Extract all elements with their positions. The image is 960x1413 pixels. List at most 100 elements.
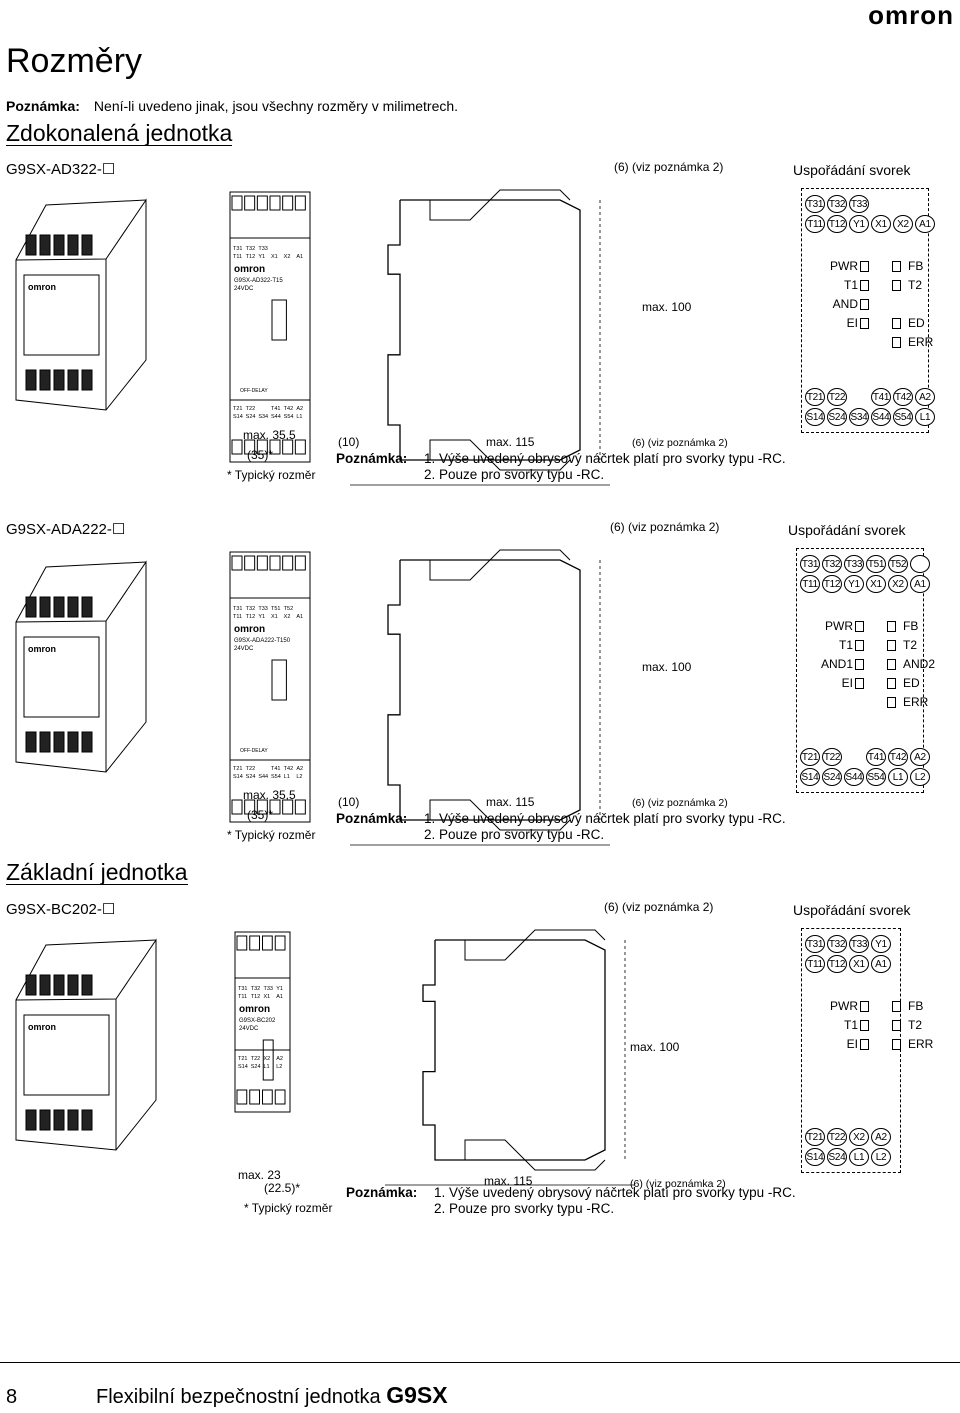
terminal-y1: Y1 (844, 575, 864, 593)
isometric-svg: omron (15, 198, 147, 411)
front-terminal-label: T31 (233, 606, 242, 612)
front-terminal-label: S54 (284, 414, 294, 420)
led-indicator (887, 620, 896, 632)
front-terminal-label: X1 (264, 994, 271, 1000)
terminal-s14: S14 (800, 768, 820, 786)
front-terminal-label: A2 (296, 766, 303, 772)
screw-slot (256, 195, 268, 211)
led-label-right: FB (903, 619, 919, 633)
terminal-screw (25, 731, 37, 753)
led-label-right: ED (903, 676, 920, 690)
terminal-screw (25, 234, 37, 256)
screw-slot (244, 439, 256, 455)
front-label-area (23, 1014, 110, 1096)
front-terminal-label: T11 (233, 254, 242, 260)
terminal-t22: T22 (822, 748, 842, 766)
note-line-2: 2. Pouze pro svorky typu -RC. (336, 467, 786, 483)
front-terminal-label: X1 (271, 254, 278, 260)
terminal-screw (25, 369, 37, 391)
bottom-connector-profile (464, 1139, 606, 1171)
front-terminal-label: T33 (258, 606, 267, 612)
side-view (340, 535, 630, 855)
note-line-1: Poznámka:1. Výše uvedený obrysový náčrte… (336, 811, 786, 827)
screw-slot (294, 555, 306, 571)
led-indicator (855, 658, 864, 670)
led-label-right: ERR (903, 695, 929, 709)
terminal-t12: T12 (827, 215, 847, 233)
terminal-s24: S24 (827, 408, 847, 426)
front-terminal-label: T31 (238, 986, 247, 992)
screw-slot (231, 195, 243, 211)
screw-slot (269, 439, 281, 455)
front-brand: omron (234, 624, 265, 635)
led-label-left: AND (832, 297, 858, 311)
front-terminal-label: S24 (251, 1064, 261, 1070)
terminal-x2: X2 (849, 1128, 869, 1146)
top-connector-profile (464, 929, 606, 961)
front-model-text: G9SX-AD322-T15 (234, 278, 283, 284)
terminal-screw (39, 234, 51, 256)
dim-typical-value: (35)* (247, 448, 274, 462)
screw-slot (282, 195, 294, 211)
dim-height: max. 100 (630, 1040, 680, 1054)
side-view-svg (350, 549, 610, 846)
front-voltage: 24VDC (234, 286, 254, 292)
front-terminal-label: T32 (246, 246, 255, 252)
terminal-t21: T21 (805, 388, 825, 406)
front-terminal-label: T12 (246, 614, 255, 620)
screw-slot (282, 555, 294, 571)
led-indicator (860, 1000, 869, 1012)
isometric-drawing: omron (6, 552, 166, 802)
led-indicator (855, 639, 864, 651)
led-indicator (860, 1038, 869, 1050)
terminal-screw (53, 369, 65, 391)
front-terminal-label: X2 (284, 254, 291, 260)
terminal-s24: S24 (822, 768, 842, 786)
screw-slot (294, 195, 306, 211)
terminal-arrangement-title: Uspořádání svorek (793, 162, 911, 178)
led-label-left: T1 (838, 638, 853, 652)
dim-6-top: (6) (viz poznámka 2) (614, 160, 724, 174)
led-label-left: EI (846, 316, 858, 330)
screw-slot (294, 799, 306, 815)
screw-slot (274, 935, 286, 951)
led-indicator (892, 317, 901, 329)
side-view-svg (350, 189, 610, 486)
front-terminal-label: X2 (284, 614, 291, 620)
front-terminal-label: L1 (296, 414, 302, 420)
terminal-s54: S54 (893, 408, 913, 426)
front-terminal-label: L2 (276, 1064, 282, 1070)
led-indicator (860, 298, 869, 310)
omron-logo: omron (868, 0, 954, 30)
screw-slot (294, 439, 306, 455)
terminal-screw (39, 974, 51, 996)
footer-product: G9SX (386, 1382, 448, 1408)
terminal-arrangement-title: Uspořádání svorek (793, 902, 911, 918)
terminal-screw (53, 1109, 65, 1131)
front-terminal-label: T42 (284, 766, 293, 772)
isometric-svg: omron (15, 938, 157, 1151)
dim-typical: (22.5)** Typický rozměr (244, 1181, 332, 1215)
front-terminal-label: Y1 (276, 986, 283, 992)
terminal-screw (67, 596, 79, 618)
dim-width: max. 35,5 (243, 788, 296, 802)
side-outline (387, 559, 581, 821)
screw-slot (282, 799, 294, 815)
led-indicator (892, 1038, 901, 1050)
terminal-t22: T22 (827, 1128, 847, 1146)
front-terminal-label: S54 (271, 774, 281, 780)
front-terminal-label: T22 (246, 406, 255, 412)
dim-10: (10) (338, 795, 360, 809)
isometric-drawing: omron (6, 930, 176, 1180)
front-terminal-label: T33 (258, 246, 267, 252)
screw-slot (274, 1089, 286, 1105)
